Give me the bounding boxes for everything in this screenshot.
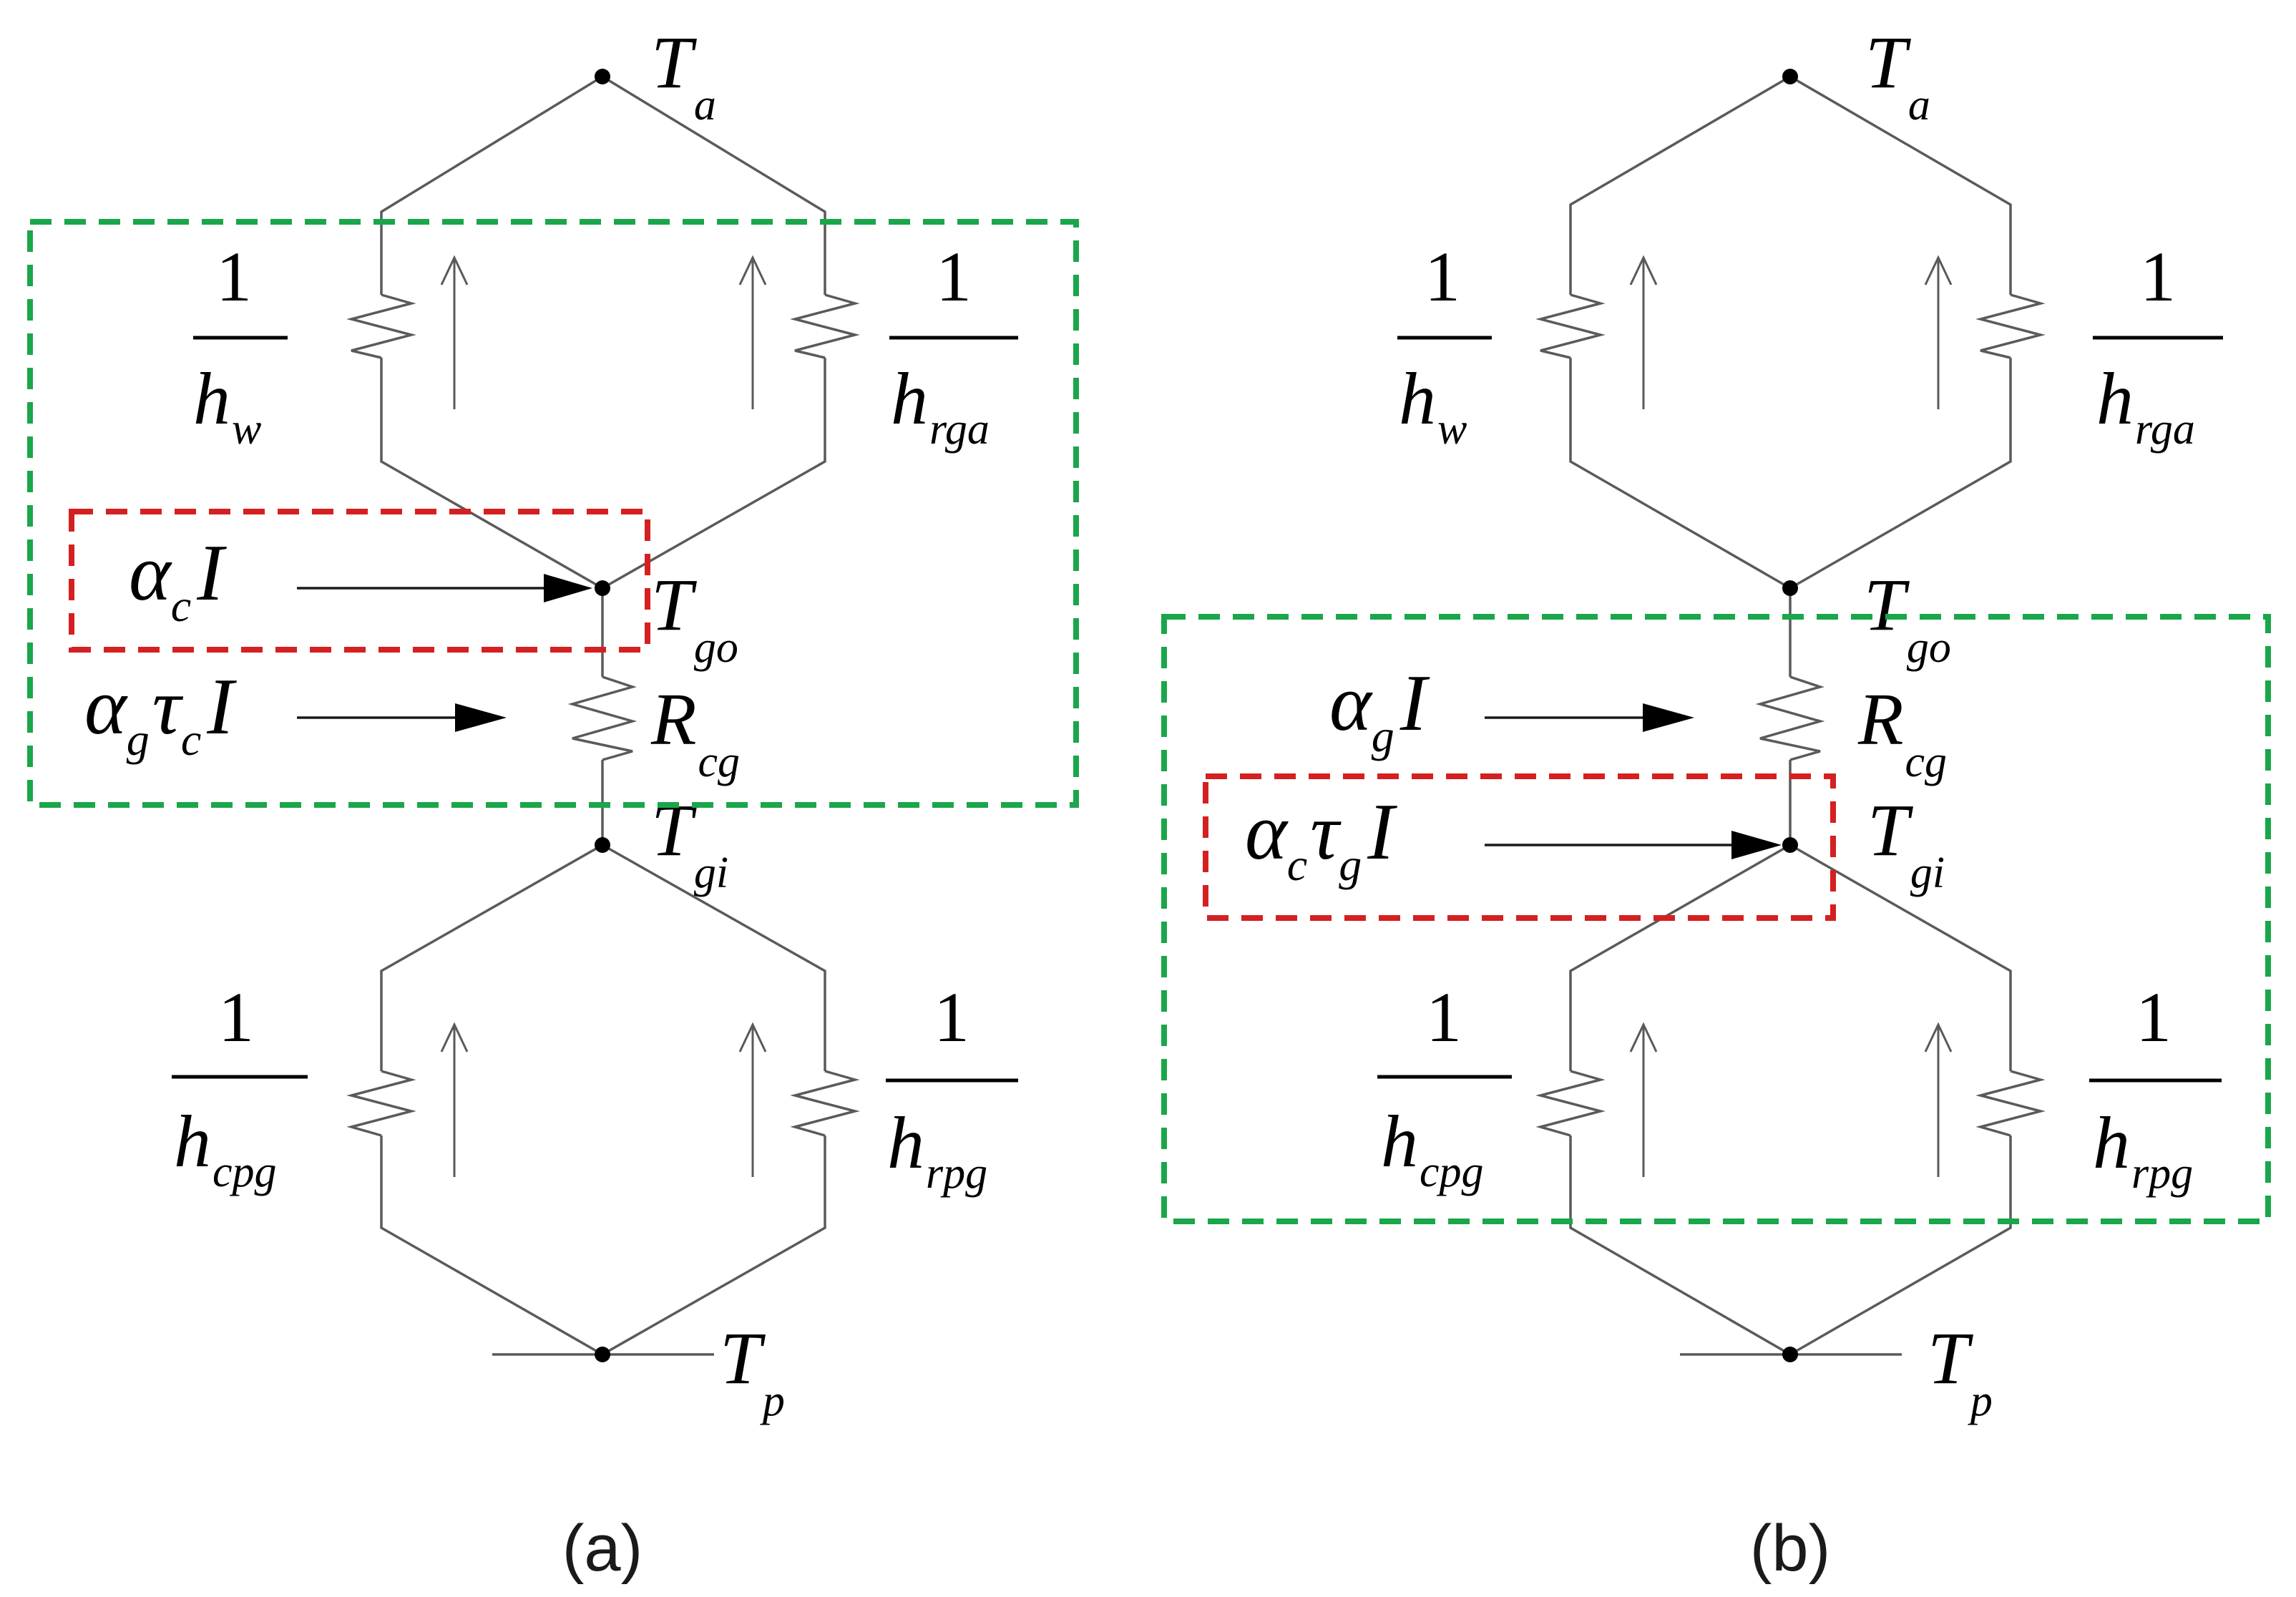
panel-b-green-dashed-box — [1161, 614, 2271, 1224]
panel-b-label-tp: Tp — [1928, 1317, 1993, 1425]
panel-b-rcg-resistor — [1755, 675, 1825, 761]
panel-a-label-ta: Ta — [651, 21, 716, 130]
panel-b: Ta Tgo Tgi Tp Rcg 1 hw 1 hrga 1 hcpg — [1161, 21, 2271, 1585]
panel-b-source-lower-arrowhead — [1731, 831, 1782, 859]
svg-text:hw: hw — [193, 358, 261, 454]
panel-a-flow-arrows — [440, 255, 767, 1177]
panel-b-label-rcg: Rcg — [1857, 678, 1947, 786]
panel-a-rcg-resistor — [567, 675, 637, 761]
panel-b-upper-network-wires — [1569, 75, 2012, 590]
panel-a-source-lower-label: αgτcI — [84, 663, 237, 765]
panel-a-fraction-hrpg: 1 hrpg — [886, 977, 1018, 1198]
svg-text:1: 1 — [2140, 237, 2176, 316]
panel-a-source-lower-arrowhead — [455, 703, 507, 732]
panel-a-lower-network-wires — [380, 844, 826, 1357]
panel-a-label-tp: Tp — [720, 1317, 785, 1425]
panel-b-wind-resistor — [1535, 293, 1606, 359]
svg-text:hw: hw — [1399, 358, 1467, 454]
svg-text:hrpg: hrpg — [887, 1102, 987, 1198]
panel-a-caption: (a) — [562, 1512, 643, 1585]
panel-a-green-dashed-box — [27, 219, 1079, 808]
panel-a-rga-resistor — [790, 293, 860, 359]
panel-a-node-ta-dot — [595, 69, 610, 84]
panel-b-cpg-resistor — [1535, 1070, 1606, 1137]
panel-b-source-upper-label: αgI — [1329, 659, 1430, 761]
panel-b-flow-arrows — [1629, 255, 1953, 1177]
panel-a-node-tp-dot — [595, 1347, 610, 1362]
panel-a-node-tgo-dot — [595, 580, 610, 596]
panel-a-cpg-resistor — [346, 1070, 416, 1137]
panel-b-node-tgo-dot — [1782, 580, 1798, 596]
panel-b-node-ta-dot — [1782, 69, 1798, 84]
panel-b-caption: (b) — [1750, 1512, 1830, 1585]
panel-a-fraction-hcpg: 1 hcpg — [172, 977, 308, 1196]
svg-text:hcpg: hcpg — [174, 1100, 277, 1196]
panel-b-label-ta: Ta — [1865, 21, 1930, 130]
svg-text:1: 1 — [218, 977, 254, 1057]
panel-a-red-dashed-box — [69, 509, 650, 653]
panel-b-fraction-hrpg: 1 hrpg — [2089, 977, 2222, 1198]
panel-a-wind-resistor — [346, 293, 416, 359]
panel-b-label-tgi: Tgi — [1867, 789, 1945, 897]
panel-b-source-upper-arrowhead — [1643, 703, 1694, 732]
svg-text:hrga: hrga — [891, 358, 990, 454]
panel-a-source-upper-arrowhead — [544, 574, 592, 602]
panel-a-rpg-resistor — [790, 1070, 860, 1137]
panel-a-fraction-hw: 1 hw — [193, 237, 288, 454]
panel-b-fraction-hw: 1 hw — [1397, 237, 1492, 454]
panel-b-rga-resistor — [1975, 293, 2046, 359]
panel-b-fraction-hcpg: 1 hcpg — [1377, 977, 1512, 1196]
svg-text:1: 1 — [216, 237, 252, 316]
panel-a-node-tgi-dot — [595, 837, 610, 853]
svg-text:1: 1 — [1426, 977, 1462, 1057]
svg-text:hcpg: hcpg — [1381, 1100, 1484, 1196]
svg-text:1: 1 — [936, 237, 972, 316]
panel-b-label-tgo: Tgo — [1864, 564, 1951, 672]
panel-b-red-dashed-box — [1203, 773, 1836, 921]
panel-a-label-tgo: Tgo — [651, 564, 738, 672]
panel-b-node-tgi-dot — [1782, 837, 1798, 853]
panel-b-lower-network-wires — [1569, 844, 2012, 1357]
svg-text:hrga: hrga — [2096, 358, 2195, 454]
svg-text:1: 1 — [934, 977, 969, 1057]
panel-a-source-upper-label: αcI — [129, 529, 227, 631]
panel-b-source-lower-label: αcτgI — [1245, 788, 1397, 890]
panel-a-fraction-hrga: 1 hrga — [889, 237, 1018, 454]
panel-a: Ta Tgo Tgi Tp Rcg 1 hw 1 hrga 1 hcpg — [27, 21, 1079, 1585]
svg-text:hrpg: hrpg — [2093, 1102, 2193, 1198]
svg-text:1: 1 — [2136, 977, 2172, 1057]
panel-a-label-rcg: Rcg — [650, 678, 740, 786]
panel-b-fraction-hrga: 1 hrga — [2093, 237, 2223, 454]
panel-b-rpg-resistor — [1975, 1070, 2046, 1137]
panel-b-node-tp-dot — [1782, 1347, 1798, 1362]
svg-text:1: 1 — [1425, 237, 1460, 316]
